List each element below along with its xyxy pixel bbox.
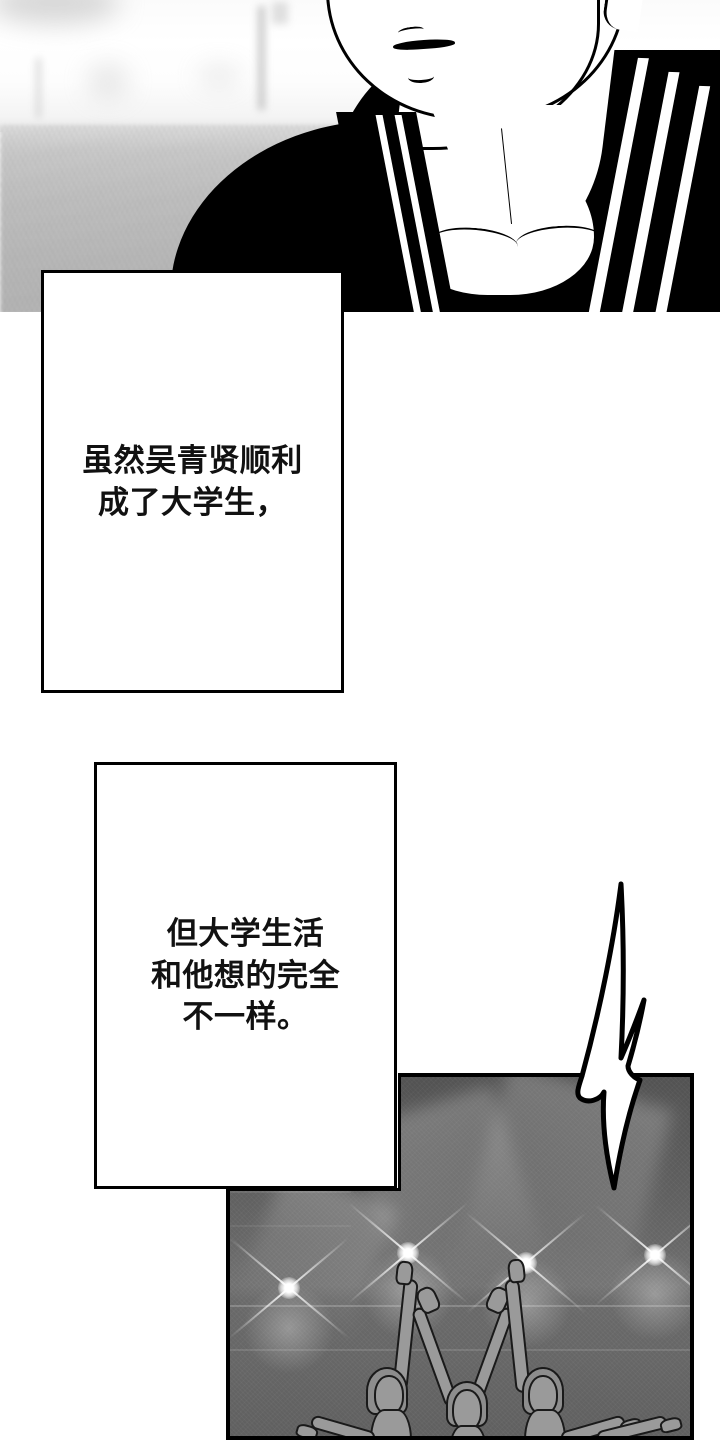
narration-box-2: 但大学生活 和他想的完全 不一样。 — [94, 762, 397, 1189]
background-blur-blob — [88, 64, 128, 98]
spotlight-core — [644, 1244, 666, 1266]
spotlight-flare — [594, 1204, 694, 1341]
background-pole — [258, 6, 265, 110]
background-blur-blob — [200, 68, 238, 84]
spotlight-core — [278, 1277, 300, 1299]
dancer-torso — [524, 1409, 566, 1440]
dancer-torso — [370, 1409, 412, 1440]
narration-text-2: 但大学生活 和他想的完全 不一样。 — [151, 916, 340, 1035]
background-pole — [36, 58, 41, 118]
spotlight-flare — [465, 1212, 587, 1349]
narration-box-1: 虽然吴青贤顺利 成了大学生， — [41, 270, 344, 693]
spotlight-flare — [228, 1237, 350, 1374]
dancer-hand — [394, 1260, 415, 1286]
panel-top — [0, 0, 720, 312]
narration-text-1: 虽然吴青贤顺利 成了大学生， — [82, 442, 303, 520]
spotlight-flare — [347, 1202, 469, 1339]
dancer-hand — [506, 1258, 527, 1284]
background-pole — [272, 2, 288, 24]
